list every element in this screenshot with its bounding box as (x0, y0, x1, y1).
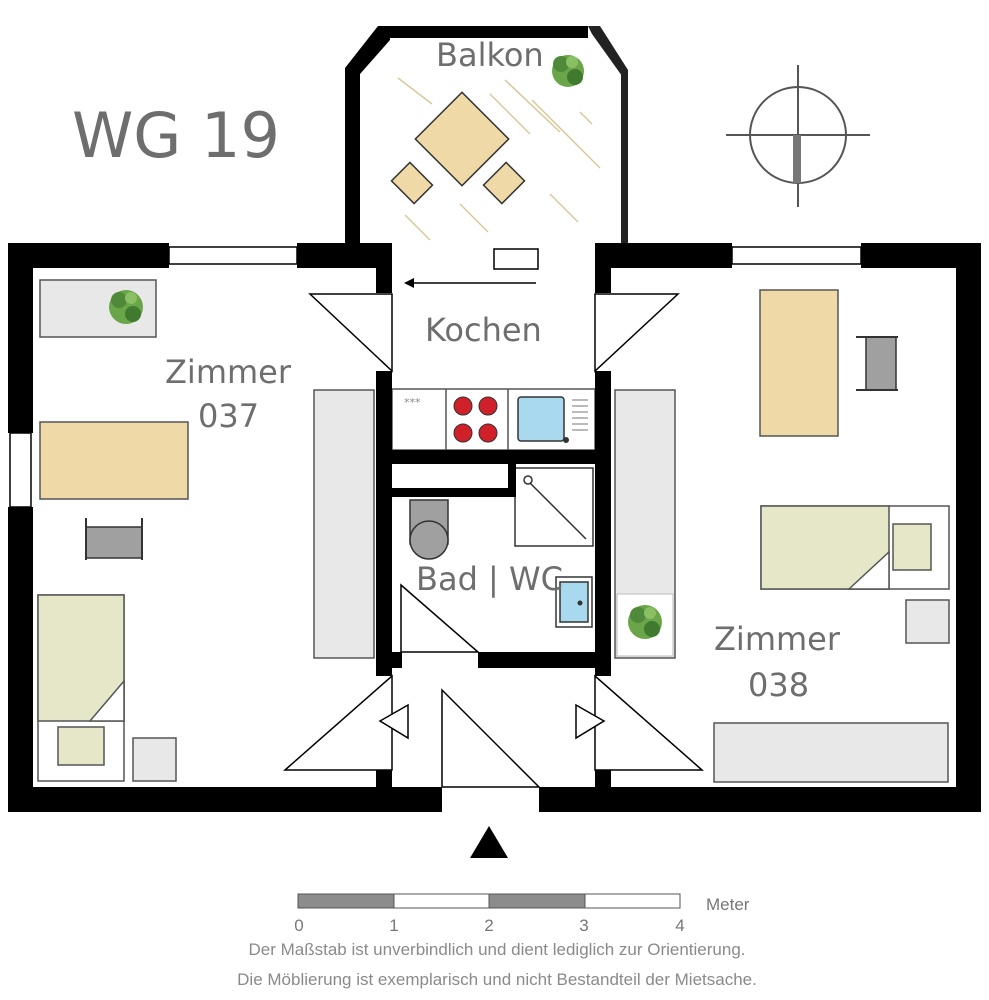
balcony-table (414, 91, 510, 187)
scale-tick-2: 2 (484, 916, 493, 935)
toilet-icon (409, 499, 449, 560)
door-swing-037 (283, 674, 393, 771)
walls (8, 26, 981, 812)
plant-icon (552, 55, 584, 87)
plant-icon (616, 593, 674, 657)
scale-tick-0: 0 (294, 916, 303, 935)
plant-icon (109, 290, 143, 324)
entrance-marker-icon (470, 826, 508, 858)
windows (9, 246, 862, 508)
balcony-floor-hatch (397, 77, 601, 241)
balcony-label: Balkon (436, 36, 544, 74)
sideboard-038 (713, 722, 949, 783)
shower-icon (514, 467, 594, 547)
kitchen-counter: *** (391, 388, 596, 451)
door-swing-bathroom (400, 583, 481, 653)
room-037-name: Zimmer (165, 353, 292, 391)
compass-icon (726, 65, 870, 207)
apartment-title: WG 19 (72, 99, 280, 172)
window-037-top (168, 246, 298, 265)
scale-tick-4: 4 (675, 916, 684, 935)
window-037-side (9, 432, 32, 508)
bed-037 (37, 594, 125, 782)
kitchen-label: Kochen (425, 311, 542, 349)
disclaimer-furniture: Die Möblierung ist exemplarisch und nich… (237, 970, 757, 989)
room-037-furniture (37, 279, 375, 782)
door-swings (283, 293, 704, 788)
desk-chair-037 (85, 518, 143, 560)
stove-indicator: *** (404, 396, 421, 409)
scale-tick-1: 1 (389, 916, 398, 935)
bathroom-fixtures (409, 467, 594, 628)
wardrobe-037 (313, 389, 375, 659)
arrow-left-icon (378, 703, 409, 740)
room-038-furniture (614, 289, 950, 783)
room-037-number: 037 (198, 397, 259, 435)
door-swing-entrance (441, 688, 541, 788)
scale-tick-3: 3 (579, 916, 588, 935)
balcony-chair-left (390, 161, 434, 205)
door-swing-038 (594, 674, 704, 771)
balcony-area: Balkon (390, 36, 601, 241)
bathroom-label: Bad | WC (416, 560, 563, 598)
desk-chair-038 (856, 336, 898, 391)
scale-unit: Meter (706, 895, 750, 914)
nightstand-038 (905, 599, 950, 644)
washbasin-icon (555, 576, 593, 628)
door-swing-kitchen-left (308, 293, 393, 373)
disclaimer-scale: Der Maßstab ist unverbindlich und dient … (248, 940, 745, 959)
nightstand-037 (132, 737, 177, 782)
bed-038 (760, 505, 950, 590)
balcony-sliding-door (404, 248, 539, 288)
arrow-right-icon (575, 703, 606, 740)
desk-037 (39, 421, 189, 500)
balcony-chair-right (482, 161, 526, 205)
room-038-name: Zimmer (714, 620, 841, 658)
window-038-top (731, 246, 862, 265)
kitchen-sink-icon (517, 396, 588, 443)
door-swing-kitchen-right (594, 293, 680, 373)
desk-038 (759, 289, 839, 437)
hob-icon (453, 396, 498, 443)
room-038-number: 038 (748, 666, 809, 704)
scale-bar: 0 1 2 3 4 Meter (294, 893, 750, 935)
